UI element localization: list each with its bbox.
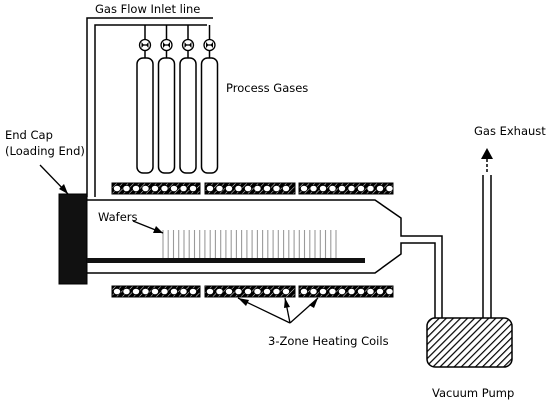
heating-coil-top-zone-2 <box>204 182 296 195</box>
process-gases-label: Process Gases <box>226 81 308 95</box>
exhaust-pipe <box>482 175 492 318</box>
wafer-boat-rod <box>87 258 365 263</box>
gas-cylinders <box>136 25 219 174</box>
vacuum-pump <box>426 317 513 368</box>
end-cap-sublabel: (Loading End) <box>5 144 85 158</box>
gas-flow-inlet-label: Gas Flow Inlet line <box>95 2 200 16</box>
leader-arrowheads <box>59 184 318 308</box>
gas-inlet-line <box>86 17 213 197</box>
wafers-label: Wafers <box>98 210 138 224</box>
wafer-stack <box>162 230 337 258</box>
gas-cylinder <box>136 25 154 174</box>
end-cap <box>58 193 88 285</box>
gas-cylinder <box>157 25 176 174</box>
heating-coil-top-zone-1 <box>111 182 201 195</box>
gas-cylinder <box>179 25 197 174</box>
gas-cylinder <box>200 25 219 174</box>
heating-coil-bottom-zone-3 <box>298 285 394 298</box>
gas-exhaust-label: Gas Exhaust <box>474 124 546 138</box>
vacuum-pump-label: Vacuum Pump <box>432 386 514 400</box>
furnace-tube <box>86 199 443 318</box>
exhaust-arrow <box>481 148 493 172</box>
heating-coils-label: 3-Zone Heating Coils <box>268 334 389 348</box>
heating-coil-bottom-zone-2 <box>204 285 296 298</box>
heating-coils <box>111 182 394 298</box>
heating-coil-top-zone-3 <box>298 182 394 195</box>
heating-coil-bottom-zone-1 <box>111 285 201 298</box>
end-cap-label: End Cap <box>5 128 53 142</box>
